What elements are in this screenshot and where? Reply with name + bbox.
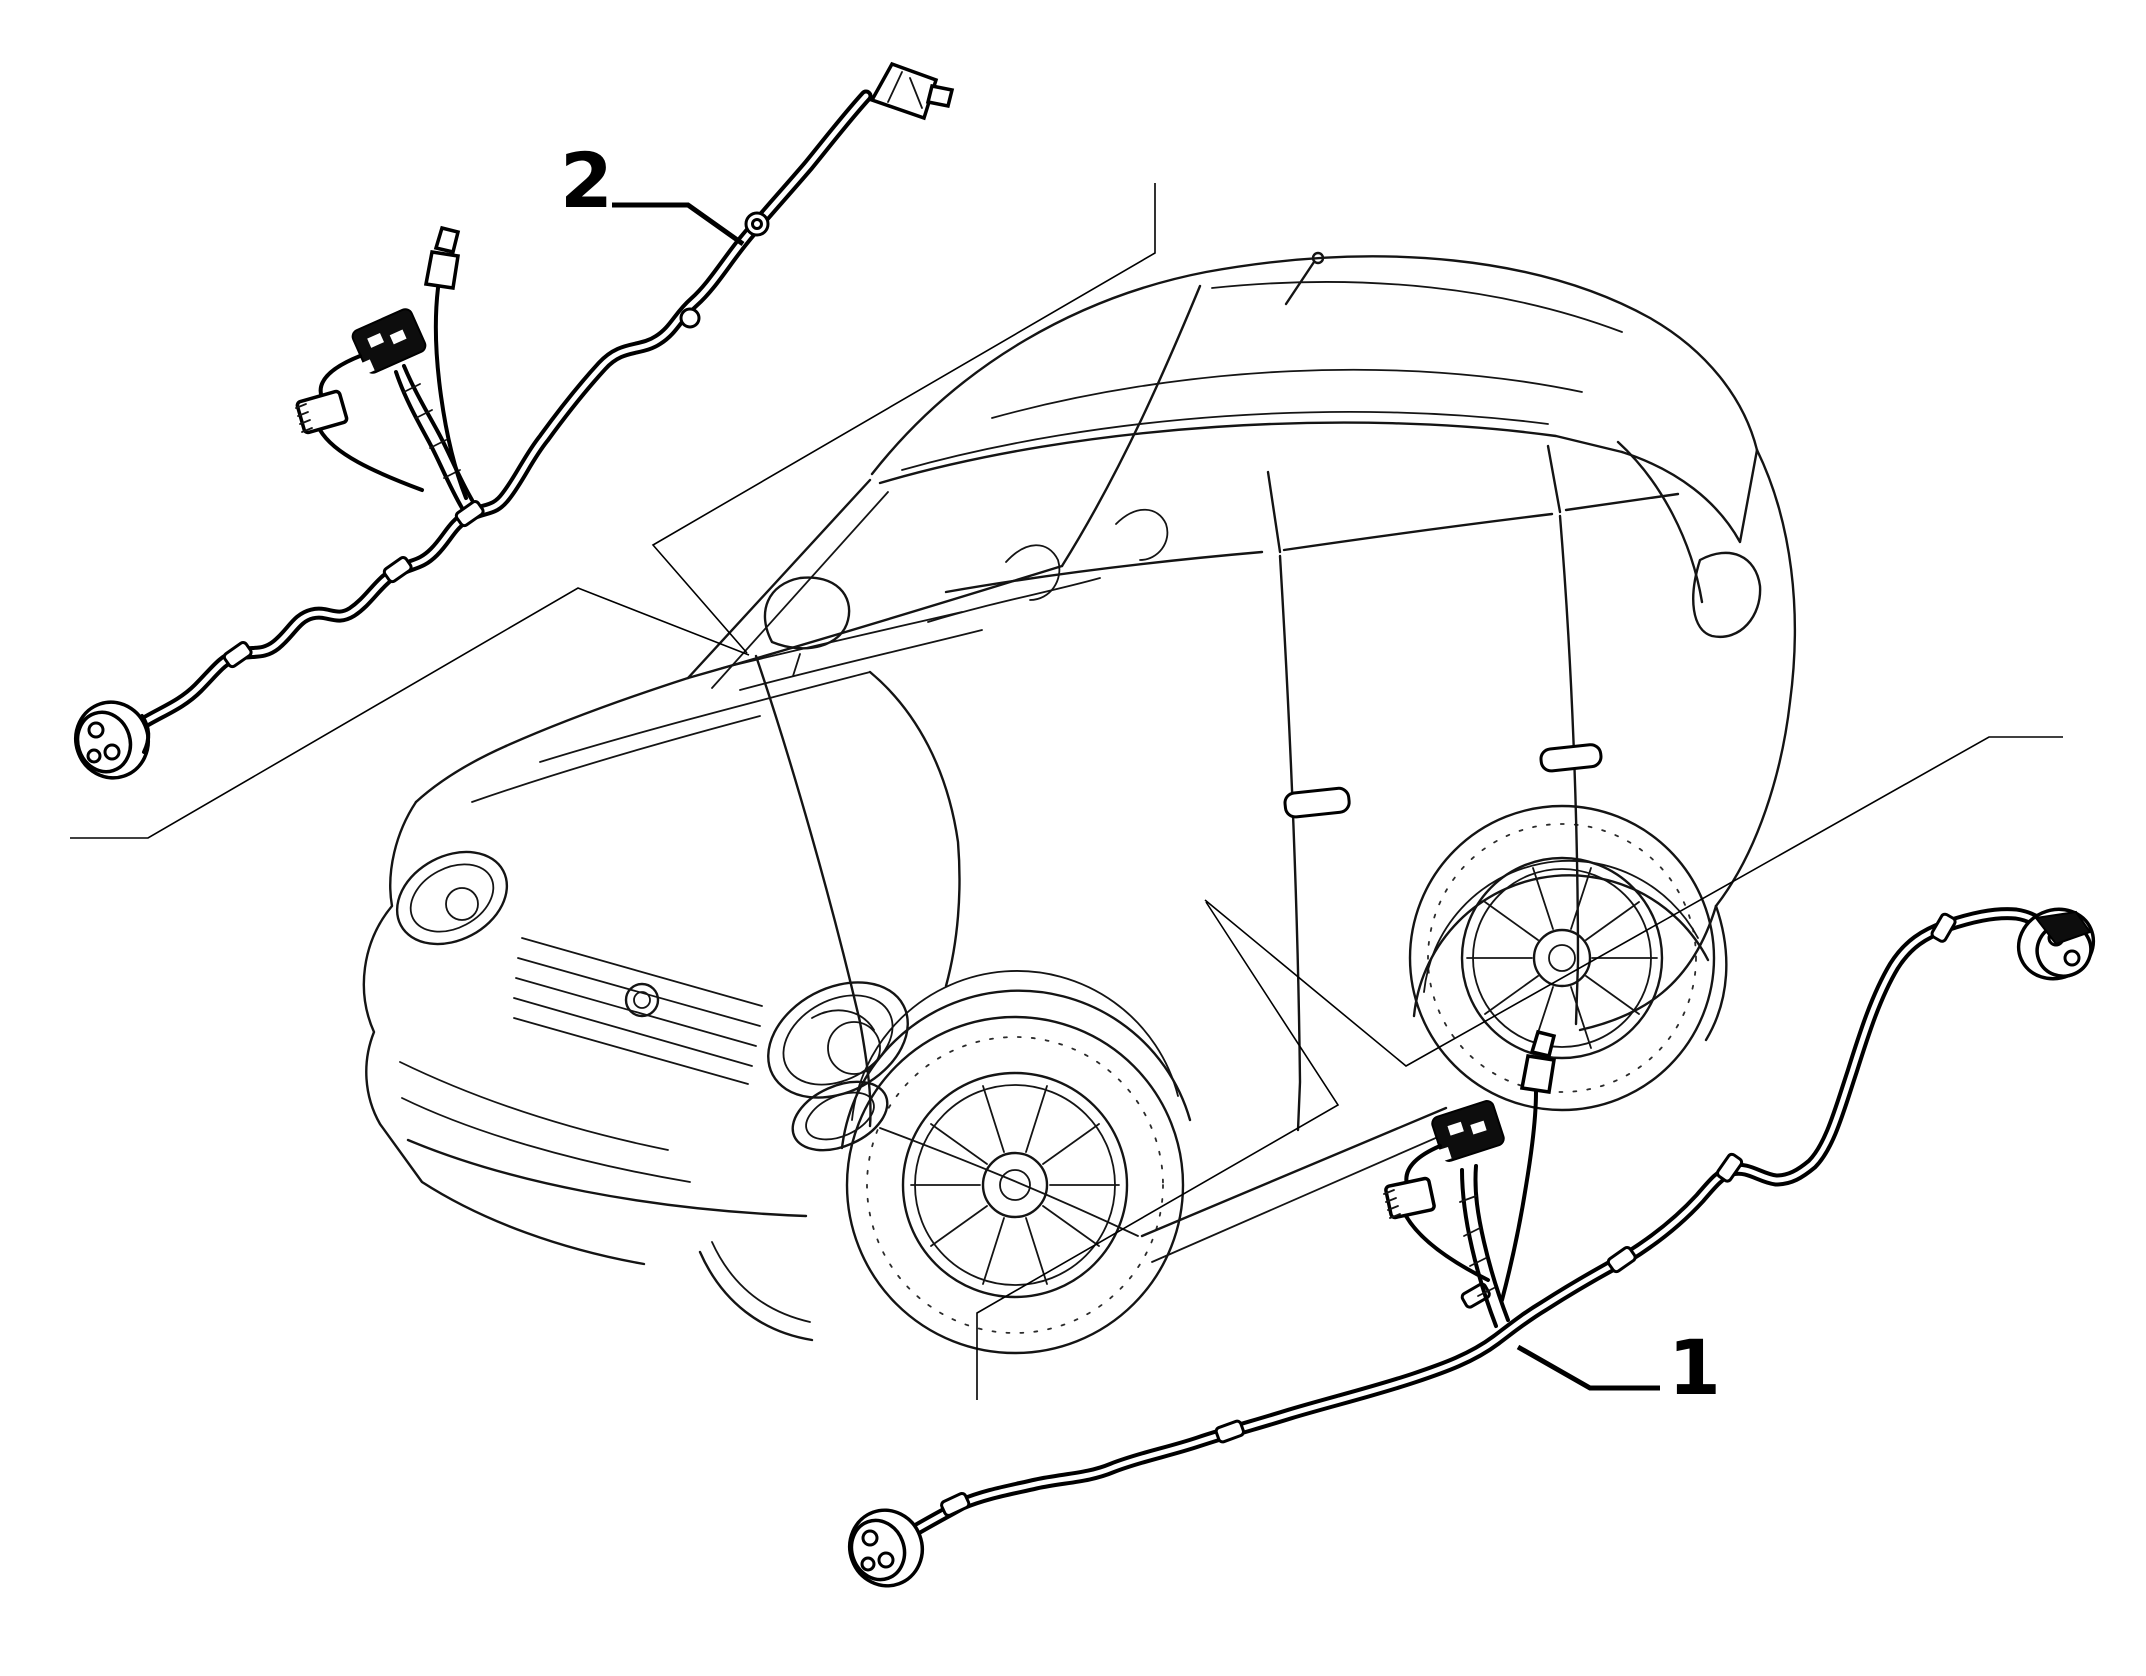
callout-2-label[interactable]: 2 (560, 136, 613, 225)
harness1-clip (1930, 912, 1957, 943)
harness2-small-plug (423, 225, 461, 290)
car-b-pillar-seam (1278, 554, 1302, 1132)
zone-pointer-front-door (70, 183, 1156, 839)
harness1-c-connector (1431, 1100, 1505, 1163)
car-front-door-seam (754, 654, 872, 1128)
harness2-ring-clip (679, 307, 701, 329)
harness1-small-plug (1519, 1029, 1557, 1094)
car-antenna (1284, 260, 1316, 306)
car-headlamp-right (767, 981, 909, 1099)
callout-1-leader (1516, 1344, 1660, 1391)
harness1-clip (1214, 1419, 1245, 1444)
harness2-clip (454, 500, 485, 528)
harness2-comb-connector (295, 389, 349, 435)
callout-2-leader (612, 202, 745, 247)
callout-1-label[interactable]: 1 (1668, 1323, 1721, 1412)
harness1-round-connector (848, 1508, 924, 1588)
harness1-clip (940, 1491, 971, 1517)
harness2-clip (222, 641, 253, 669)
harness2-round-connector (74, 700, 151, 780)
zone-pointer-rear-door (976, 736, 2063, 1400)
harness2-clip (382, 556, 413, 584)
car-rear-wheel (1408, 804, 1716, 1112)
car-headlamp-left (395, 850, 509, 946)
harness2-c-connector (351, 308, 427, 376)
harness-front-door-drawing (74, 61, 955, 780)
harness2-top-connector (869, 61, 955, 121)
car-illustration (362, 251, 1797, 1355)
harness1-comb-connector (1383, 1176, 1436, 1220)
car-side-mirror (763, 576, 851, 677)
harness-rear-door-drawing (848, 907, 2096, 1588)
car-front-door-handle (1283, 786, 1351, 819)
harness1-end-connector (2016, 907, 2096, 981)
callout-1[interactable]: 1 (1516, 1323, 1721, 1412)
harness1-clamp (1716, 1152, 1744, 1183)
harness1-clip (1606, 1246, 1637, 1274)
car-grille (513, 937, 763, 1085)
car-front-wheel (845, 1015, 1185, 1355)
car-tail-lamp (1692, 551, 1762, 639)
car-rear-door-handle (1539, 743, 1603, 773)
harness2-grommet-ring (744, 211, 770, 237)
callout-2[interactable]: 2 (560, 136, 745, 247)
